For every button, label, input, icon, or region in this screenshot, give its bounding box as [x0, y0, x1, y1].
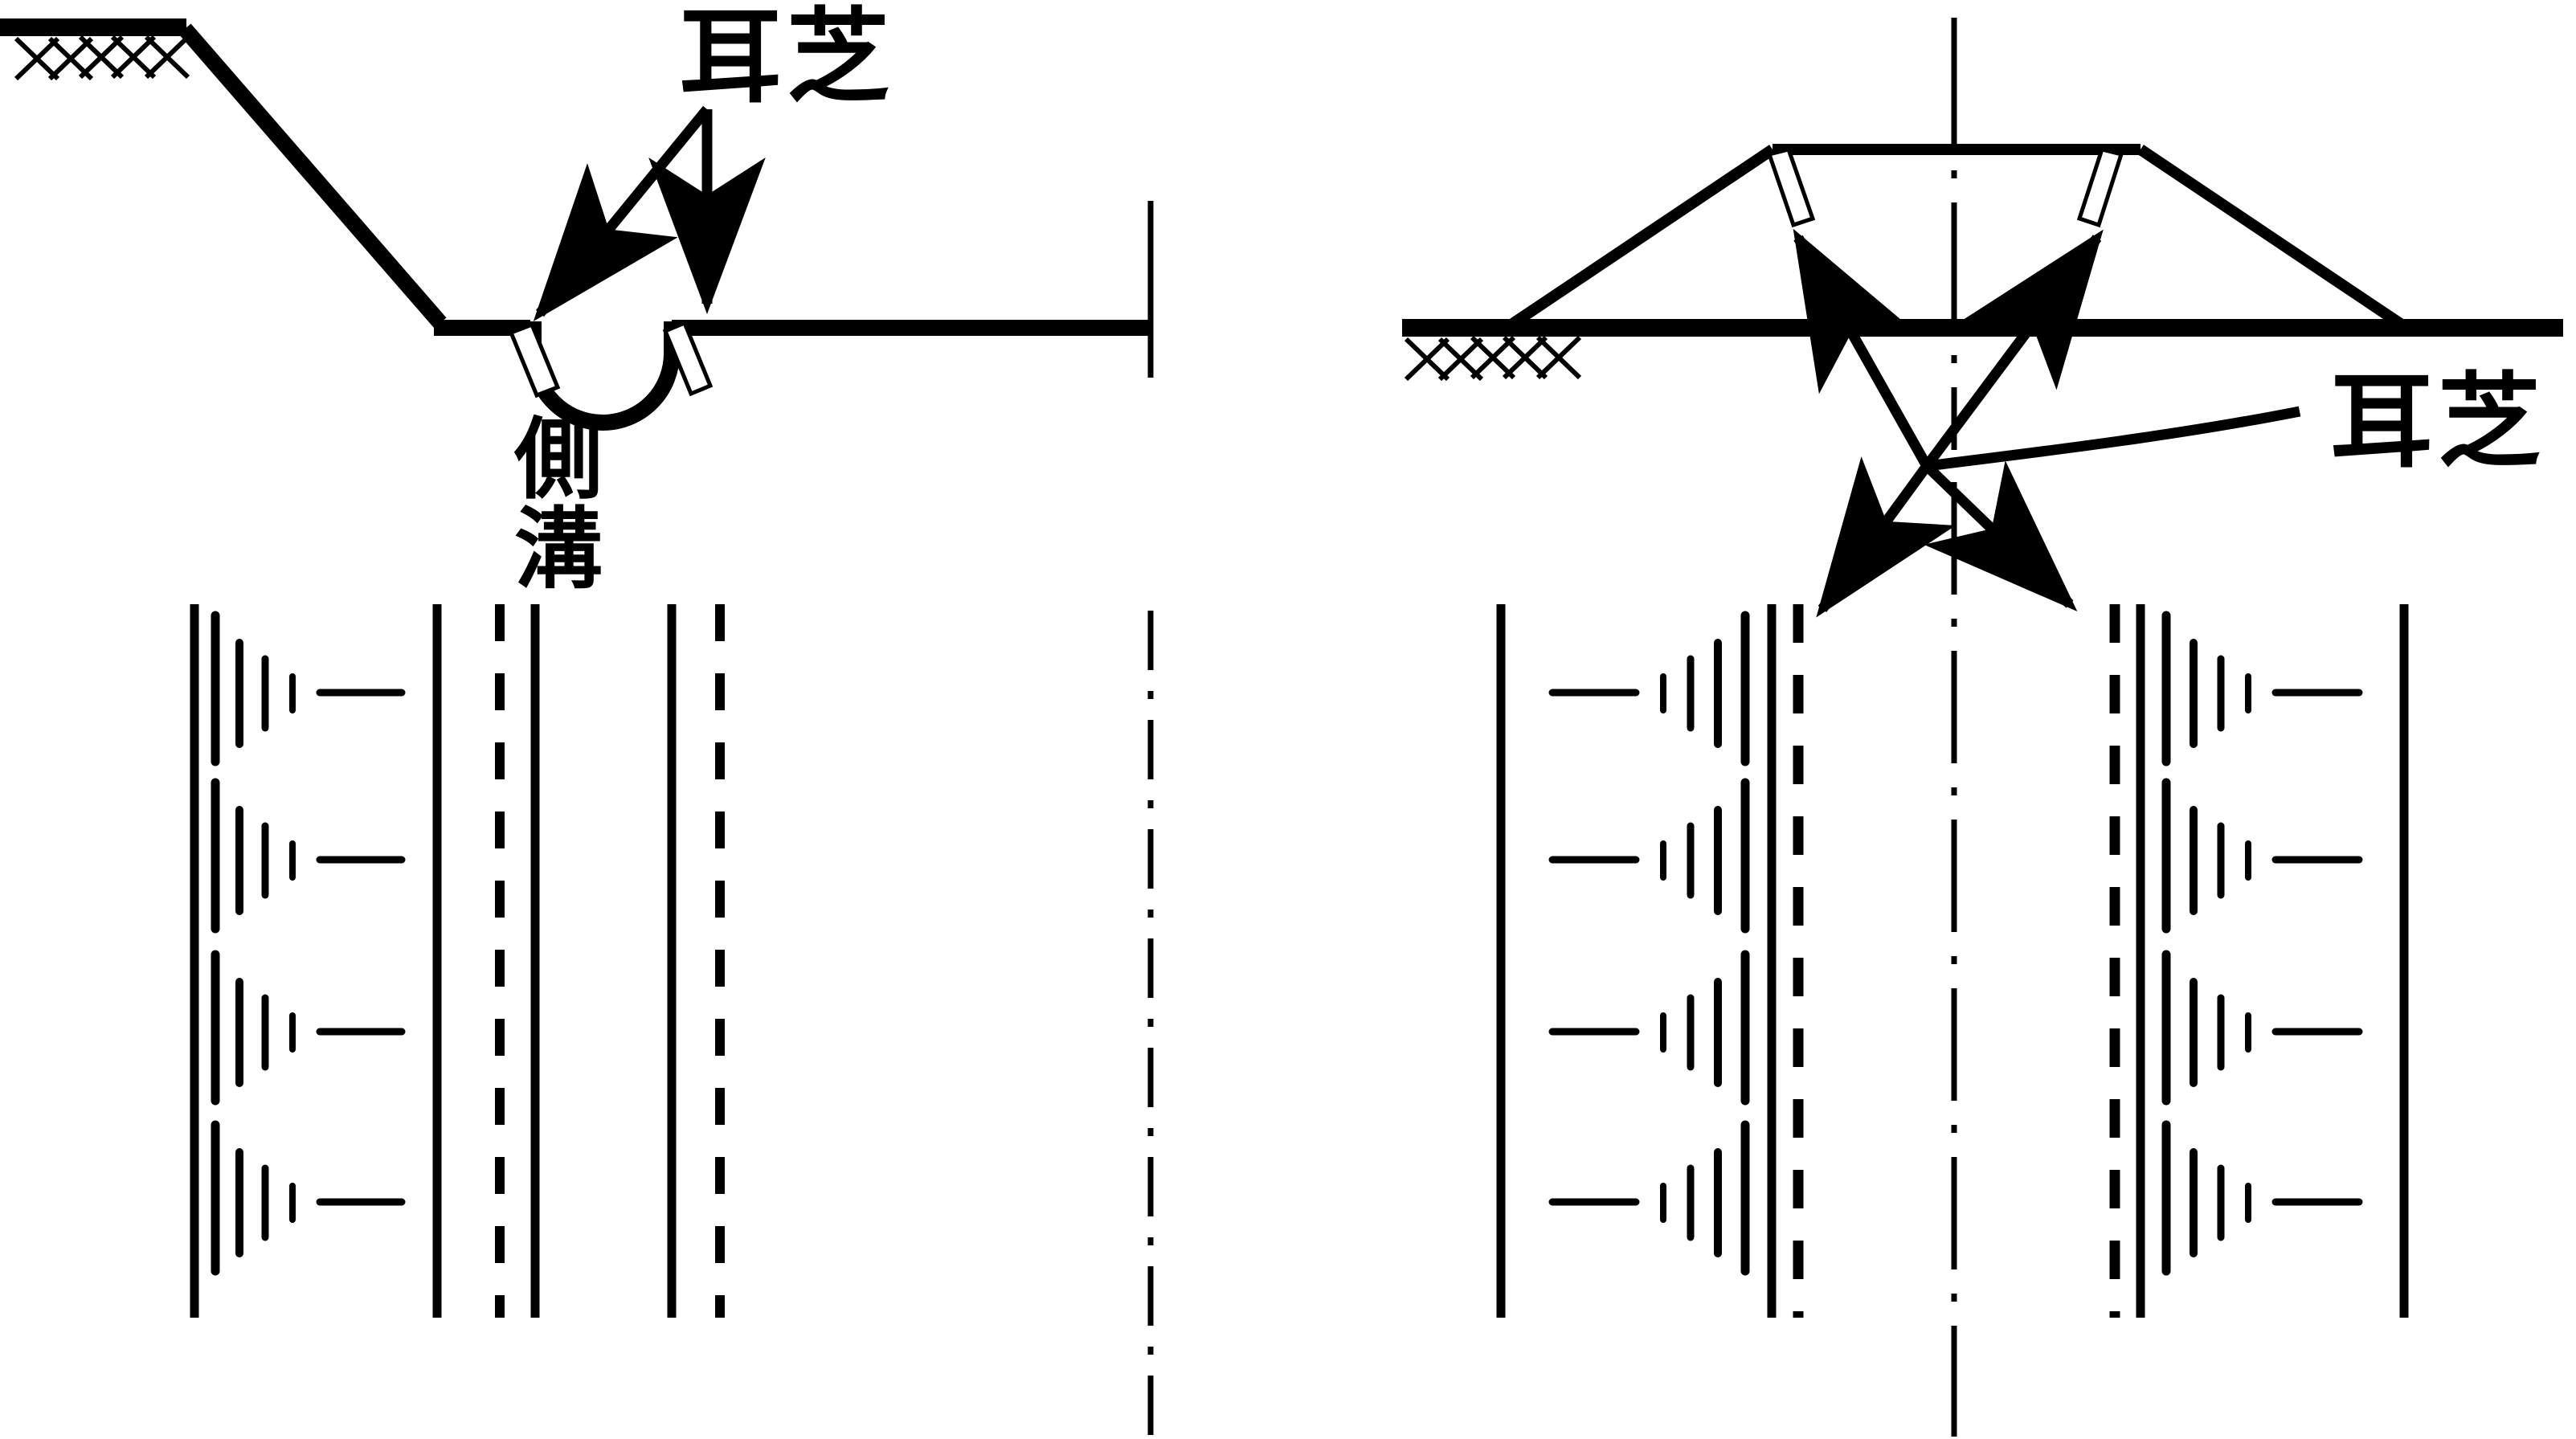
- slope-hatch-row: [211, 1120, 406, 1276]
- turf-strip-marker-right: [662, 320, 714, 397]
- label-side-gutter: 側溝: [514, 408, 603, 602]
- slope-hatch-row: [1548, 611, 1750, 767]
- slope-hatch-row: [2161, 1120, 2363, 1276]
- turf-strip-marker-right-shoulder: [2076, 147, 2124, 228]
- leader-curve-to-fill-label: [1926, 406, 2301, 472]
- slope-hatch-row: [2161, 778, 2363, 934]
- slope-hatch-row: [211, 778, 406, 934]
- leader-arrow-to-left-turf: [533, 105, 712, 322]
- leader-arrow-down-right: [1923, 460, 2078, 612]
- slope-hatch-row: [1548, 950, 1750, 1106]
- earth-hatch-symbol-cut: [14, 35, 190, 81]
- slope-hatch-row: [211, 950, 406, 1106]
- label-fill-section-turf: 耳芝: [2330, 362, 2546, 482]
- leader-arrow-down-left: [1816, 456, 1957, 618]
- slope-hatch-row: [2161, 950, 2363, 1106]
- slope-hatch-row: [211, 611, 406, 767]
- slope-hatch-rows-cut: [211, 611, 406, 1276]
- fill-plan-view: [1496, 604, 2409, 1318]
- embankment-left-slope: [1506, 145, 1776, 331]
- slope-hatch-rows-fill-right: [2161, 611, 2363, 1276]
- turf-strip-marker-left: [508, 321, 561, 399]
- leader-arrow-up-left: [1793, 228, 1932, 469]
- turf-strip-marker-left-shoulder: [1766, 147, 1816, 228]
- embankment-right-slope: [2137, 145, 2407, 331]
- cut-plan-view: [190, 604, 725, 1318]
- slope-hatch-row: [1548, 1120, 1750, 1276]
- cut-section-panel: [0, 18, 1154, 1437]
- cut-slope-line: [178, 23, 447, 329]
- fill-section-panel: [1402, 18, 2563, 1437]
- label-cut-section-turf: 耳芝: [679, 0, 895, 117]
- slope-hatch-row: [1548, 778, 1750, 934]
- slope-hatch-row: [2161, 611, 2363, 767]
- earth-hatch-symbol-fill: [1404, 335, 1582, 382]
- slope-hatch-rows-fill-left: [1548, 611, 1750, 1276]
